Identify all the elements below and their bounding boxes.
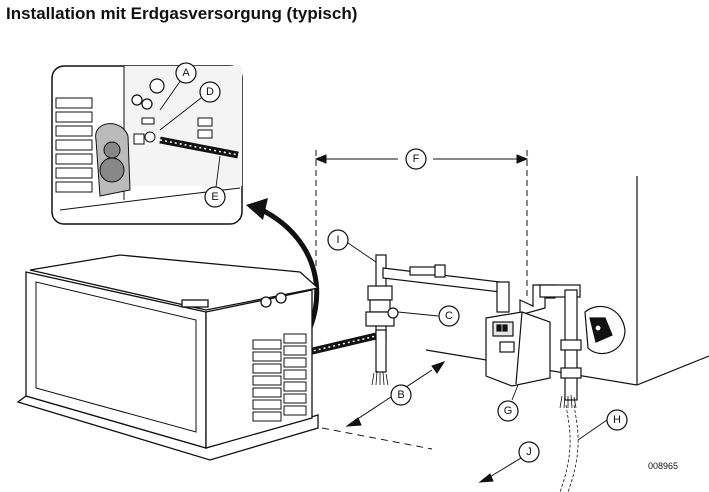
- callout-g: G: [497, 400, 519, 422]
- callout-a: A: [175, 62, 197, 84]
- ground-line: [321, 427, 433, 450]
- svg-text:E: E: [211, 191, 218, 203]
- arrow-j: [478, 457, 522, 483]
- svg-text:I: I: [336, 234, 339, 246]
- svg-text:H: H: [613, 414, 621, 426]
- underground-gas-line: [559, 404, 579, 492]
- callout-f: F: [405, 148, 427, 170]
- svg-text:G: G: [504, 405, 513, 417]
- callout-j: J: [518, 441, 540, 463]
- grass-tufts: [371, 370, 577, 409]
- generator-louvers: [252, 333, 307, 422]
- callout-d: D: [199, 81, 221, 103]
- svg-text:C: C: [445, 310, 453, 322]
- callout-h: H: [606, 409, 628, 431]
- shutoff-fitting: [365, 285, 399, 327]
- callout-b: B: [390, 384, 412, 406]
- figure-id: 008965: [648, 461, 678, 471]
- leader-lines: [159, 79, 608, 441]
- svg-text:B: B: [397, 389, 404, 401]
- flexible-fuel-line: [303, 332, 377, 357]
- svg-text:F: F: [413, 153, 420, 165]
- diagram-title: Installation mit Erdgasversorgung (typis…: [6, 4, 358, 23]
- callout-i: I: [327, 229, 349, 251]
- svg-text:J: J: [526, 446, 532, 458]
- svg-text:D: D: [206, 86, 214, 98]
- gas-regulator: [584, 305, 626, 355]
- gas-meter: [485, 311, 551, 387]
- inset-detail: [51, 65, 243, 225]
- callout-e: E: [204, 186, 226, 208]
- svg-text:A: A: [182, 67, 190, 79]
- callout-c: C: [438, 305, 460, 327]
